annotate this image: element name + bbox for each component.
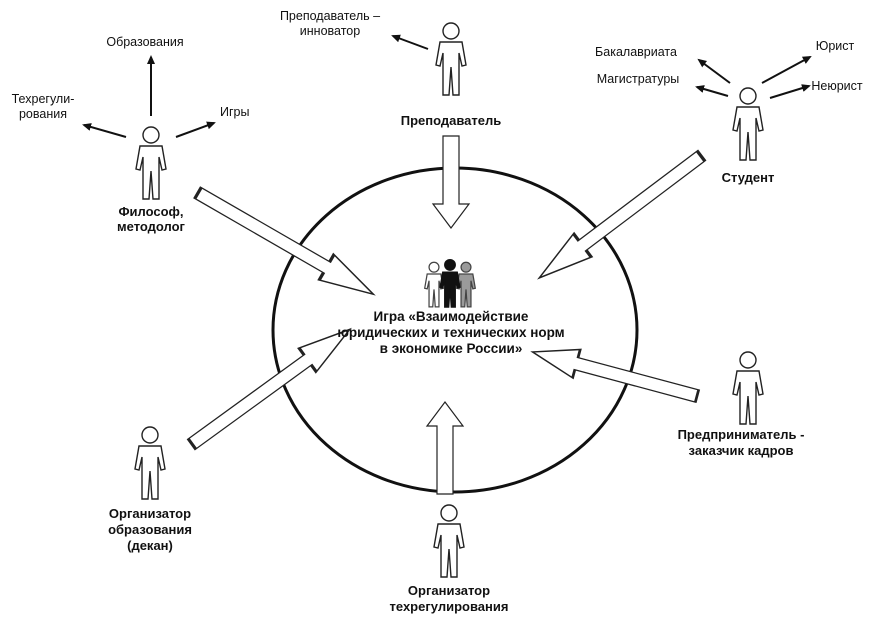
philosopher-person-icon [135,126,167,200]
arrow-to-bachelor [697,58,731,84]
arrow-student-to-game [537,149,707,280]
student-label-line: Студент [722,170,775,185]
philosopher-label-line: методолог [117,219,186,234]
output-master-label: Магистратуры [597,72,680,86]
output-nonlawyer-label: Неюрист [811,79,863,93]
philosopher-label: Философ,методолог [117,204,186,234]
output-education-label: Образования [106,35,183,49]
game-title-line: юридических и технических норм [337,325,564,340]
entrepreneur-label-line: Предприниматель - [678,427,805,442]
entrepreneur-label: Предприниматель -заказчик кадров [678,427,805,458]
output-bachelor-label: Бакалавриата [595,45,677,59]
teacher-label-line: Преподаватель [401,113,502,128]
student-label: Студент [722,170,775,185]
game-title-line: в экономике России» [380,341,523,356]
group-people-icon [424,258,476,308]
regulation-organizer-person-icon [433,504,465,578]
output-lawyer-label: Юрист [816,39,855,53]
output-techreg-label-line: Техрегули- [12,92,75,106]
arrow-entrepreneur-to-game [530,348,701,404]
arrow-to-lawyer [761,56,812,84]
output-techreg-label-line: рования [19,107,67,121]
output-games-label-line: Игры [220,105,249,119]
teacher-person-icon [435,22,467,96]
output-techreg-label: Техрегули-рования [12,92,75,121]
education-organizer-person-icon [134,426,166,500]
student-person-icon [732,87,764,161]
arrow-to-innovator-teacher [391,34,429,50]
philosopher-label-line: Философ, [118,204,183,219]
arrow-philosopher-to-game [193,186,376,296]
education-organizer-label-line: образования [108,522,192,537]
output-nonlawyer-label-line: Неюрист [811,79,863,93]
output-bachelor-label-line: Бакалавриата [595,45,677,59]
arrow-regulation-organizer-to-game [425,401,465,495]
arrow-teacher-to-game [431,135,471,229]
output-innovator-teacher-label: Преподаватель –инноватор [280,9,380,38]
arrow-to-games [175,121,216,138]
output-innovator-teacher-label-line: инноватор [300,24,360,38]
output-games-label: Игры [220,105,249,119]
arrow-to-master [695,85,729,97]
education-organizer-label-line: (декан) [127,538,173,553]
output-education-label-line: Образования [106,35,183,49]
education-organizer-label-line: Организатор [109,506,191,521]
regulation-organizer-label-line: техрегулирования [390,599,509,614]
entrepreneur-label-line: заказчик кадров [689,443,794,458]
entrepreneur-person-icon [732,351,764,425]
arrow-to-nonlawyer [769,84,811,99]
output-innovator-teacher-label-line: Преподаватель – [280,9,380,23]
output-master-label-line: Магистратуры [597,72,680,86]
teacher-label: Преподаватель [401,113,502,128]
game-title-line: Игра «Взаимодействие [374,309,529,324]
arrow-education-organizer-to-game [186,327,352,451]
regulation-organizer-label-line: Организатор [408,583,490,598]
arrow-to-techreg [82,123,127,138]
output-lawyer-label-line: Юрист [816,39,855,53]
